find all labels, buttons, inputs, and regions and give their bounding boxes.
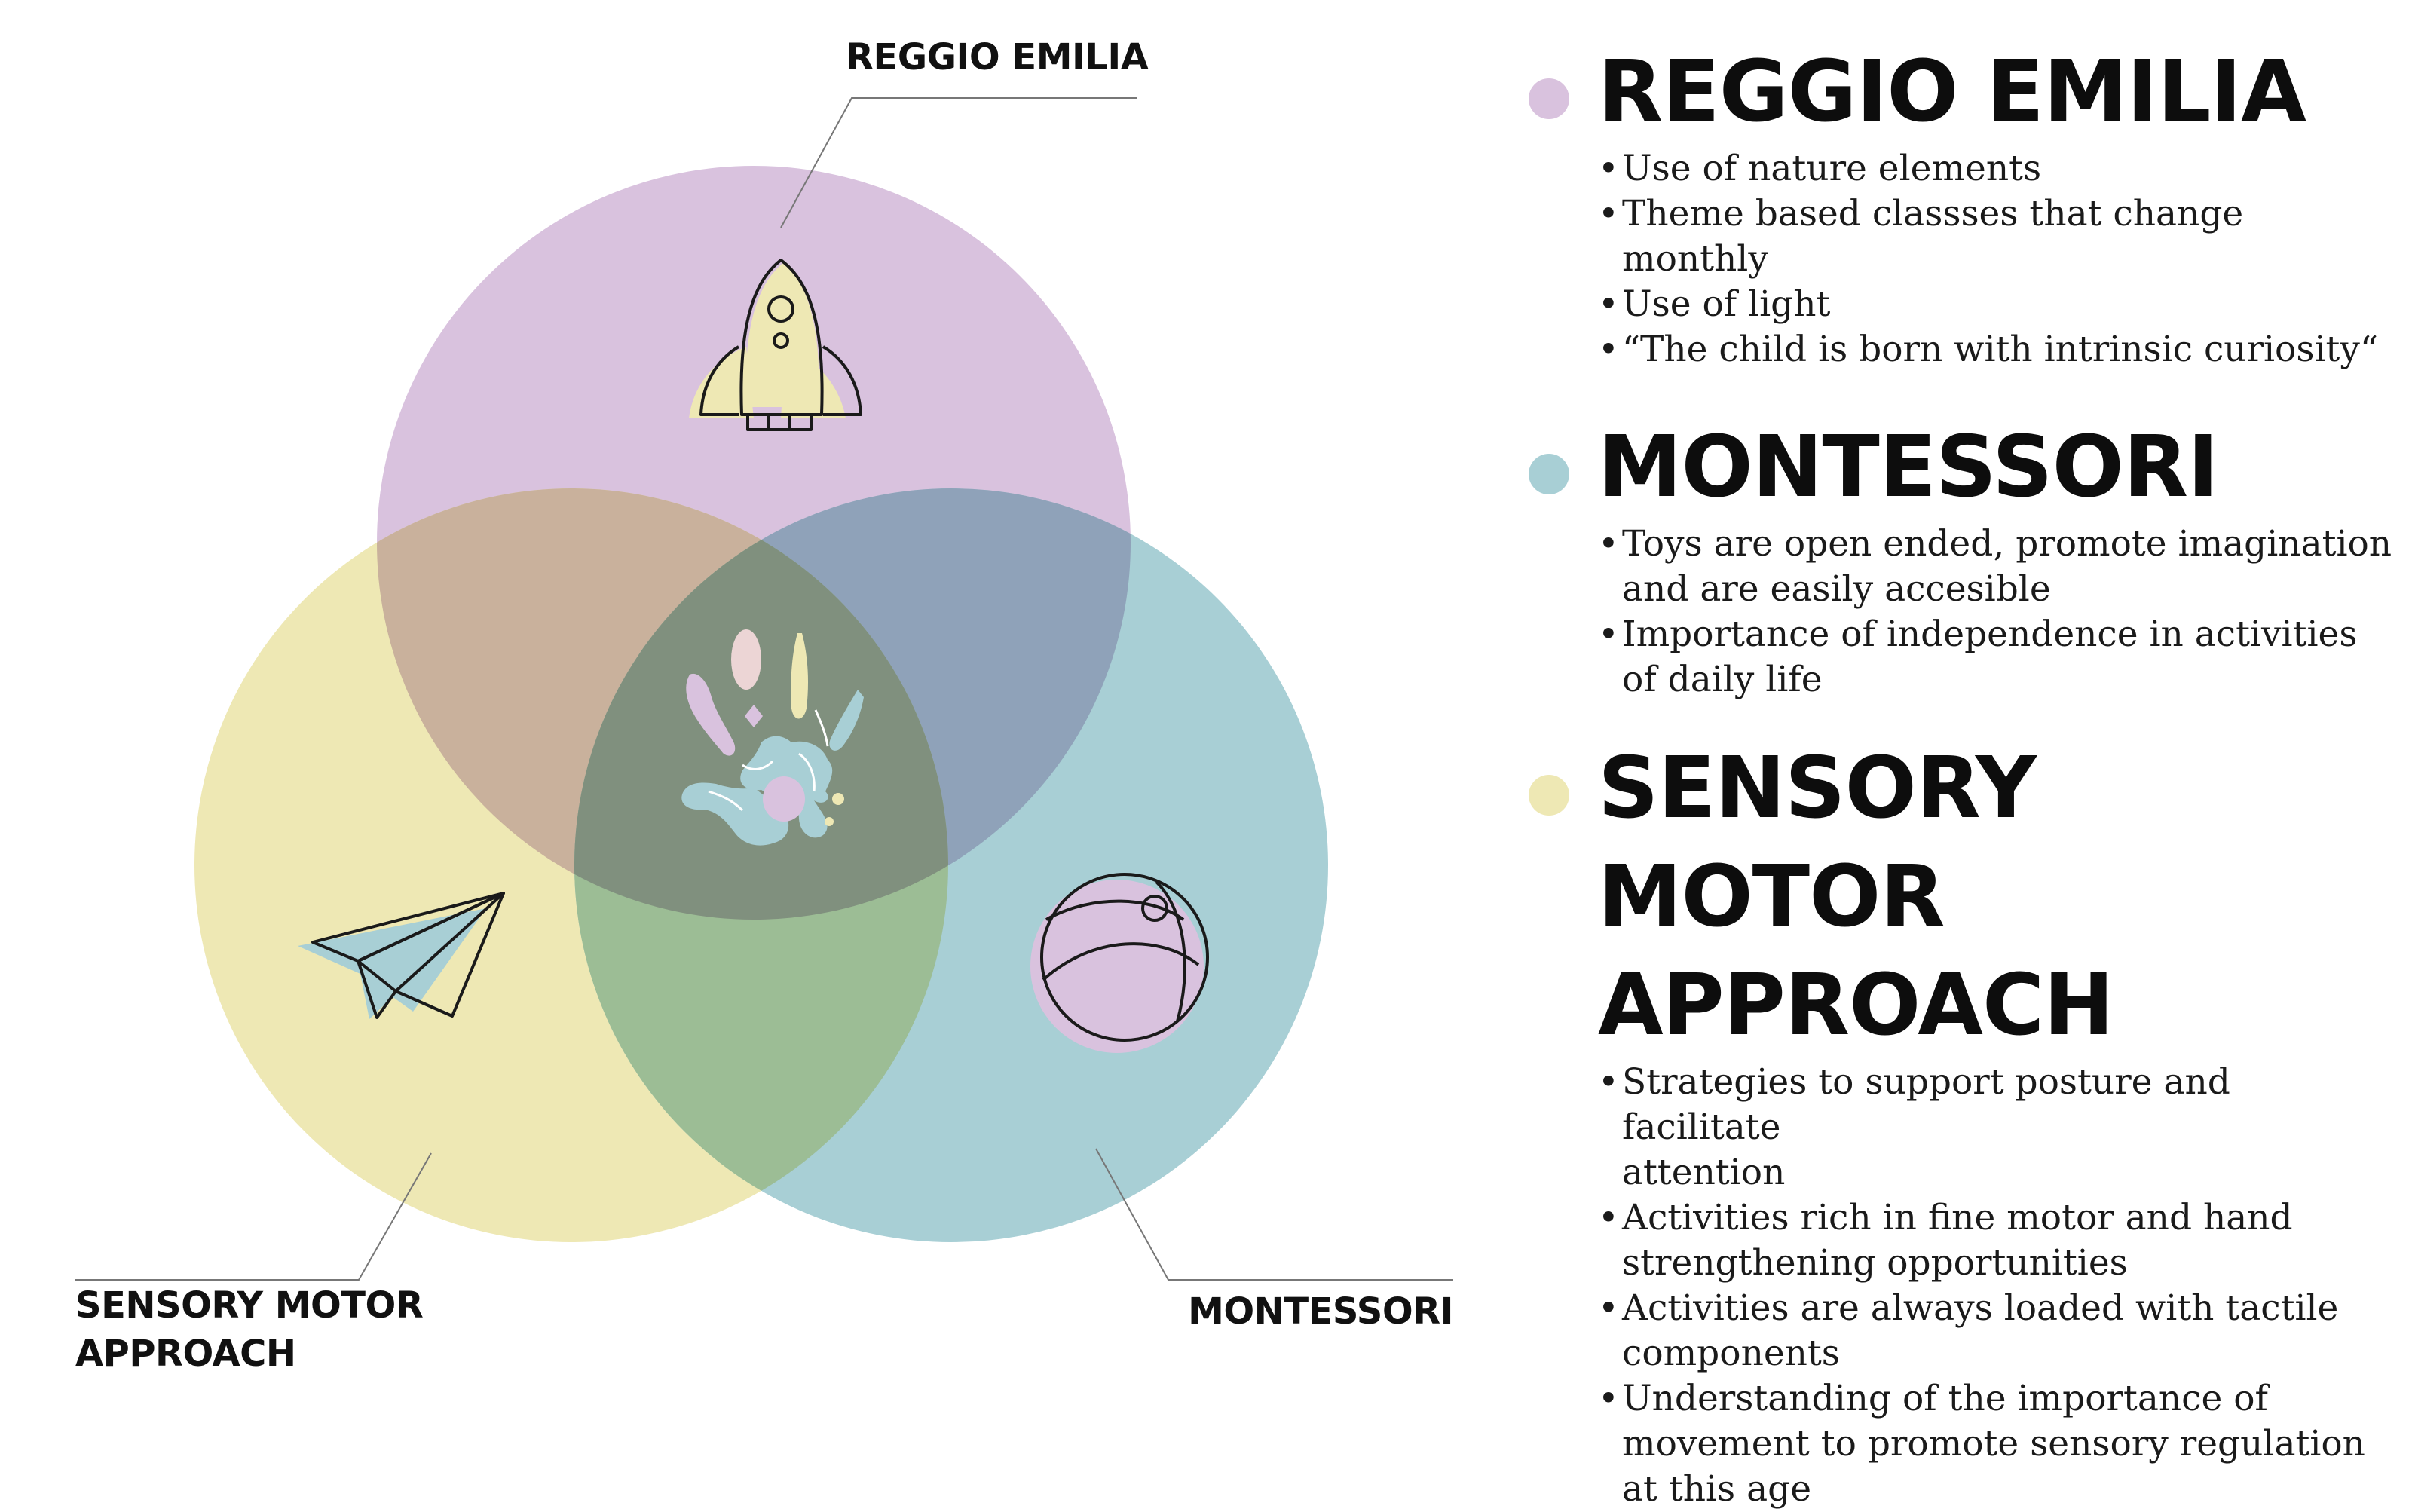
legend-header-sensory: SENSORY MOTOR APPROACH bbox=[1523, 734, 2397, 1060]
legend-item: Use of nature elements bbox=[1598, 146, 2397, 191]
legend-item: Understanding of the importance of movem… bbox=[1598, 1376, 2397, 1512]
legend-item-text: movement to promote sensory regulation bbox=[1622, 1423, 2365, 1465]
legend-list-montessori: Toys are open ended, promote imagination… bbox=[1523, 522, 2397, 702]
beach-ball-icon bbox=[1030, 873, 1209, 1053]
legend-header-montessori: MONTESSORI bbox=[1523, 413, 2397, 522]
legend-item-text: strengthening opportunities bbox=[1622, 1242, 2128, 1284]
legend-item-text: Importance of independence in activities bbox=[1622, 614, 2358, 655]
legend-title-reggio: REGGIO EMILIA bbox=[1598, 38, 2397, 146]
legend-item: Toys are open ended, promote imagination… bbox=[1598, 522, 2397, 612]
reggio-dot bbox=[1529, 78, 1569, 119]
legend-item: Activities rich in fine motor and hand s… bbox=[1598, 1195, 2397, 1286]
legend-item: Use of light bbox=[1598, 282, 2397, 327]
legend-item-text: Use of nature elements bbox=[1622, 148, 2042, 189]
legend-item-text: “The child is born with intrinsic curios… bbox=[1622, 329, 2378, 370]
handprint-icon bbox=[681, 629, 864, 846]
venn-diagram bbox=[75, 97, 1453, 1281]
legend-section-reggio: REGGIO EMILIA Use of nature elements The… bbox=[1523, 38, 2397, 372]
legend-list-reggio: Use of nature elements Theme based class… bbox=[1523, 146, 2397, 372]
legend-item-text: Theme based classses that change monthly bbox=[1622, 193, 2244, 280]
reggio-venn-label: REGGIO EMILIA bbox=[846, 36, 1149, 78]
legend-title-line: REGGIO EMILIA bbox=[1598, 43, 2306, 141]
legend-item: Strategies to support posture and facili… bbox=[1598, 1060, 2397, 1195]
rocket-icon bbox=[689, 259, 862, 431]
legend-title-line: SENSORY MOTOR bbox=[1598, 739, 2037, 946]
legend-title-sensory: SENSORY MOTOR APPROACH bbox=[1598, 734, 2397, 1060]
legend-title-line: APPROACH bbox=[1598, 956, 2114, 1054]
sensory-label-line-1: SENSORY MOTOR bbox=[75, 1284, 424, 1327]
paper-plane-icon bbox=[298, 892, 505, 1019]
legend: REGGIO EMILIA Use of nature elements The… bbox=[1523, 38, 2397, 1512]
sensory-dot bbox=[1529, 775, 1569, 816]
sensory-leader-line bbox=[75, 1152, 432, 1281]
montessori-venn-label: MONTESSORI bbox=[1188, 1290, 1453, 1333]
legend-item: “The child is born with intrinsic curios… bbox=[1598, 327, 2397, 372]
legend-item: Importance of independence in activities… bbox=[1598, 612, 2397, 702]
legend-title-montessori: MONTESSORI bbox=[1598, 413, 2397, 522]
legend-item: Theme based classses that change monthly bbox=[1598, 191, 2397, 282]
legend-item-text: at this age bbox=[1622, 1468, 1812, 1510]
sensory-label-line-2: APPROACH bbox=[75, 1333, 296, 1375]
legend-header-reggio: REGGIO EMILIA bbox=[1523, 38, 2397, 146]
legend-item-text: Understanding of the importance of bbox=[1622, 1378, 2268, 1419]
legend-item-text: and are easily accesible bbox=[1622, 568, 2051, 610]
montessori-dot bbox=[1529, 454, 1569, 494]
legend-item-text: Toys are open ended, promote imagination bbox=[1622, 523, 2392, 565]
montessori-leader-line bbox=[1095, 1148, 1453, 1281]
reggio-leader-line bbox=[780, 97, 1137, 228]
legend-section-sensory: SENSORY MOTOR APPROACH Strategies to sup… bbox=[1523, 734, 2397, 1512]
legend-item-text: Activities rich in fine motor and hand bbox=[1622, 1197, 2293, 1238]
legend-section-montessori: MONTESSORI Toys are open ended, promote … bbox=[1523, 413, 2397, 702]
legend-item-text: Activities are always loaded with tactil… bbox=[1622, 1287, 2339, 1329]
legend-item-text: attention bbox=[1622, 1152, 1786, 1193]
legend-item-text: components bbox=[1622, 1333, 1840, 1374]
center-overlap bbox=[574, 488, 948, 920]
legend-item: Activities are always loaded with tactil… bbox=[1598, 1286, 2397, 1376]
legend-item-text: Strategies to support posture and facili… bbox=[1622, 1061, 2230, 1148]
sensory-venn-label: SENSORY MOTOR APPROACH bbox=[75, 1281, 497, 1378]
legend-item-text: Use of light bbox=[1622, 283, 1831, 325]
legend-title-line: MONTESSORI bbox=[1598, 418, 2219, 516]
legend-list-sensory: Strategies to support posture and facili… bbox=[1523, 1060, 2397, 1512]
legend-item-text: of daily life bbox=[1622, 659, 1823, 700]
